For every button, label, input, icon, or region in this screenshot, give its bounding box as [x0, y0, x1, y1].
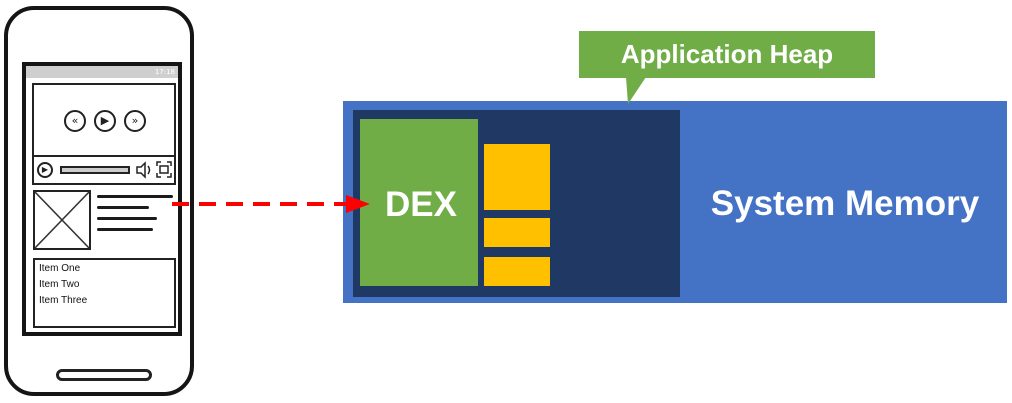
video-controls-icons [136, 161, 172, 179]
scribble-text-line [97, 228, 153, 231]
volume-icon [136, 161, 151, 179]
list-item[interactable]: Item Three [39, 295, 88, 306]
application-heap-callout: Application Heap [579, 31, 875, 78]
home-button[interactable] [56, 369, 152, 381]
scribble-text-line [97, 206, 149, 209]
heap-block [484, 257, 550, 286]
scribble-text-line [97, 195, 173, 198]
list-panel: Item One Item Two Item Three [33, 258, 176, 328]
fast-forward-icon[interactable]: » [124, 110, 146, 132]
dex-label: DEX [385, 185, 457, 224]
heap-block [484, 144, 550, 210]
video-progress-bar[interactable] [60, 166, 130, 174]
list-item[interactable]: Item One [39, 263, 81, 274]
callout-pointer [626, 77, 646, 104]
dex-box [360, 119, 478, 286]
scribble-text-line [97, 217, 157, 220]
video-divider [32, 155, 176, 157]
heap-block [484, 218, 550, 247]
rewind-icon[interactable]: « [64, 110, 86, 132]
small-play-icon[interactable]: ▶ [37, 162, 53, 178]
video-player [32, 83, 176, 185]
status-bar: 17:18 [26, 66, 178, 78]
image-placeholder-icon [33, 190, 91, 250]
status-time: 17:18 [154, 68, 175, 76]
system-memory-label: System Memory [710, 184, 980, 223]
list-item[interactable]: Item Two [39, 279, 80, 290]
fullscreen-icon [156, 161, 172, 178]
play-icon[interactable]: ▶ [94, 110, 116, 132]
phone-screen [22, 62, 182, 336]
